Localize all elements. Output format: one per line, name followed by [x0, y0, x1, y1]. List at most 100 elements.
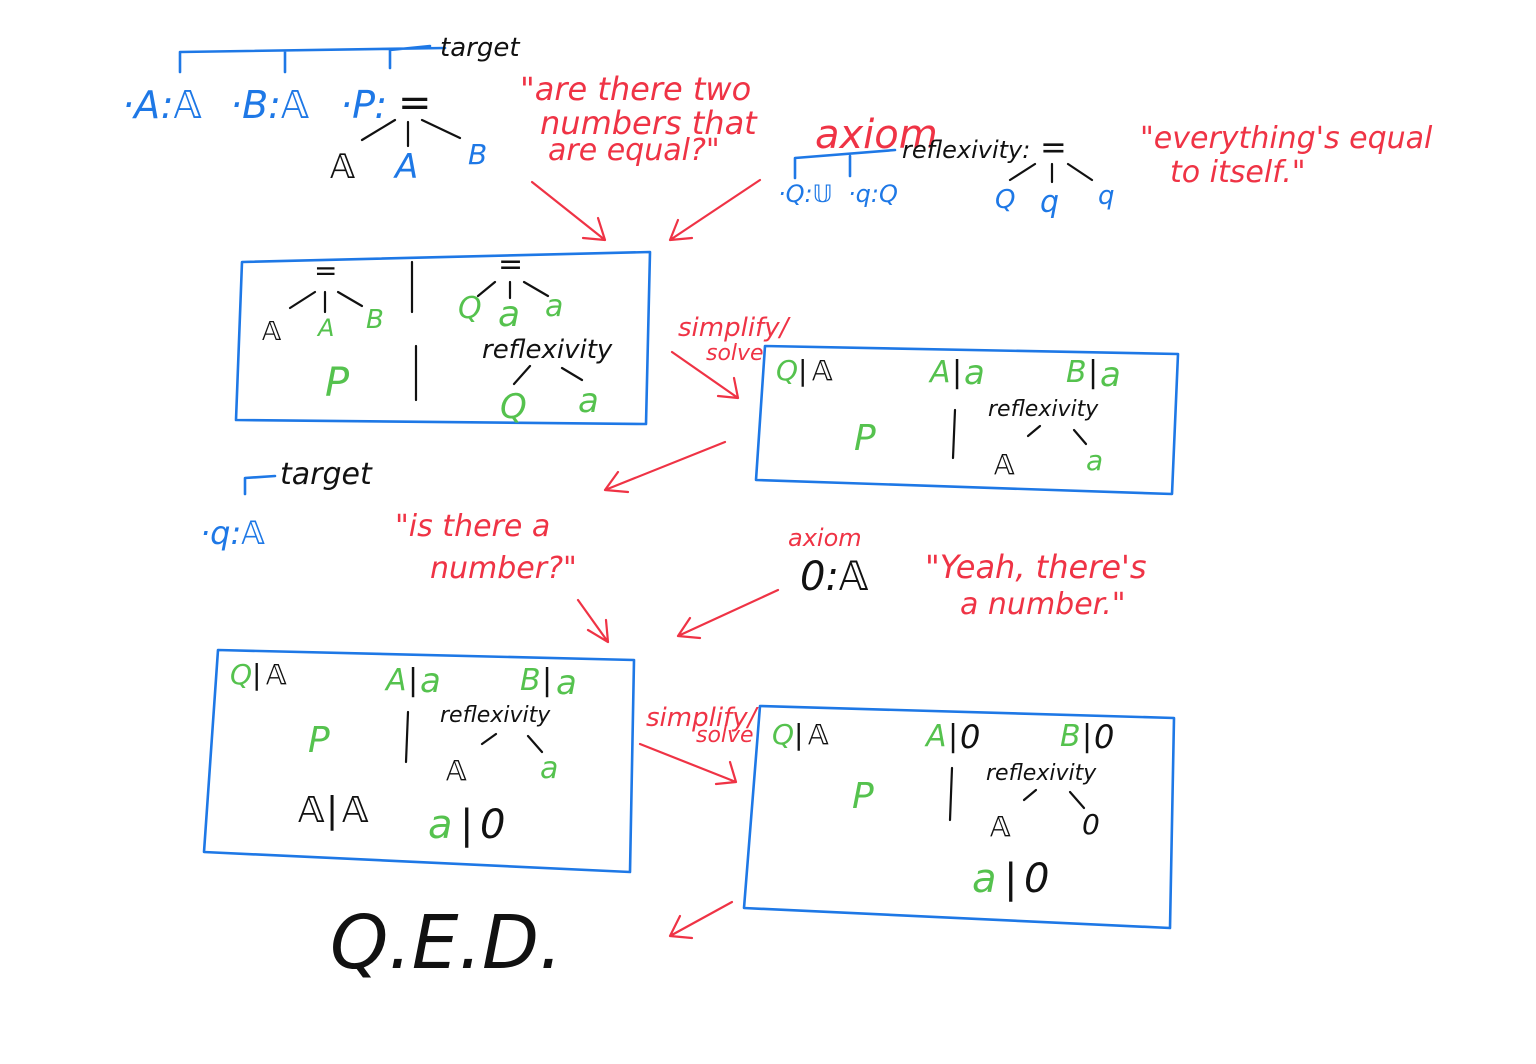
box2-subst-b-var: B: [1066, 355, 1087, 390]
box3-refl-child-numbers: 𝔸: [446, 754, 467, 787]
box1-right-eq: =: [498, 247, 523, 282]
box2-subst-a-val: a: [964, 353, 985, 393]
stage1-target: target ·A:𝔸 ·B:𝔸 ·P: = 𝔸 A B: [122, 33, 520, 187]
box1-left-eq: =: [314, 254, 337, 287]
tree-child-b: B: [468, 138, 487, 171]
box4-subst-a-var: A: [924, 719, 947, 754]
box3-extra-numbers-bar: |: [326, 790, 338, 831]
step1-label-line-1: simplify/: [678, 313, 792, 343]
box4-subst-q-var: Q: [772, 718, 794, 751]
box4-refl-child-zero: 0: [1082, 808, 1100, 841]
box4-subst-b-bar: |: [1082, 719, 1092, 754]
box3-extra-a-bar: |: [460, 802, 473, 848]
box3-reflexivity: reflexivity: [440, 703, 551, 728]
box1-right-child-a-left: a: [498, 294, 520, 335]
box1-right-child-q-type: Q: [458, 291, 482, 326]
axiom2-statement: 0:𝔸: [800, 554, 869, 600]
target2-label: target: [280, 457, 373, 492]
axiom-child-q-left: q: [1040, 185, 1059, 220]
binding-a: ·A:𝔸: [122, 83, 202, 127]
tree-child-numbers: 𝔸: [330, 147, 355, 187]
arrow-stage1-to-box1: [530, 180, 607, 242]
box4-subst-b-val: 0: [1094, 718, 1114, 756]
box3-subst-q-var: Q: [230, 658, 252, 691]
box2-subst-b-val: a: [1100, 355, 1121, 395]
box1-reflexivity: reflexivity: [482, 335, 613, 365]
box2-reflexivity: reflexivity: [988, 397, 1099, 422]
arrow-box4-to-conclusion: [668, 900, 734, 940]
box1-left-child-a: A: [316, 314, 334, 342]
axiom-comment-line-1: "everything's equal: [1140, 121, 1433, 156]
question2-line-1: "is there a: [395, 509, 550, 544]
box4-extra-a-bar: |: [1004, 856, 1017, 902]
arrow-box2-to-stage2: [603, 440, 727, 494]
axiom-comment-line-2: to itself.": [1170, 155, 1306, 190]
box3-subst-a-bar: |: [408, 663, 418, 698]
box4-subst-a-val: 0: [960, 718, 980, 756]
axiom-eq-symbol: =: [1040, 128, 1067, 166]
box4-refl-child-numbers: 𝔸: [990, 810, 1011, 843]
axiom-binding-value: ·q:Q: [848, 180, 898, 208]
box4-var-p: P: [852, 776, 874, 817]
box2-subst-a-var: A: [928, 355, 951, 390]
step1-simplify-solve: simplify/ solve: [670, 313, 792, 400]
axiom2-comment-line-2: a number.": [960, 587, 1126, 622]
box1-left-child-b: B: [366, 305, 384, 335]
box2-var-p: P: [854, 418, 876, 459]
box1-left-child-numbers: 𝔸: [262, 317, 282, 347]
step1-label-line-2: solve: [706, 341, 764, 366]
box3-subst-b-bar: |: [542, 663, 552, 698]
step2-label-line-1: simplify/: [646, 703, 760, 733]
box2-refl-child-a: a: [1086, 444, 1103, 477]
stage2-target: target ·q:𝔸 "is there a number?": [200, 457, 577, 586]
box1-refl-child-a: a: [578, 381, 599, 421]
box3-subst-q-val: 𝔸: [266, 658, 287, 691]
box3-extra-numbers-val: 𝔸: [342, 790, 369, 831]
target2-binding: ·q:𝔸: [200, 514, 265, 552]
step2-label-line-2: solve: [696, 723, 754, 748]
box3-refl-child-a: a: [540, 751, 558, 786]
conclusion-qed: Q.E.D.: [330, 900, 563, 986]
box3-subst-a-val: a: [420, 661, 441, 701]
box2-subst-q-val: 𝔸: [812, 354, 833, 387]
question-line-1: "are there two: [520, 70, 751, 108]
box4-subst-a-bar: |: [948, 719, 958, 754]
stage1-question: "are there two numbers that are equal?": [520, 70, 758, 168]
box2-subst-b-bar: |: [1088, 355, 1098, 390]
box4-subst-q-bar: |: [794, 718, 803, 751]
box4-subst-q-val: 𝔸: [808, 718, 829, 751]
box2-subst-a-bar: |: [952, 355, 962, 390]
box4-subst-b-var: B: [1060, 719, 1081, 754]
box4-reflexivity: reflexivity: [986, 761, 1097, 786]
arrow-stage2-to-box3: [576, 598, 610, 644]
box3-subst-q-bar: |: [252, 658, 261, 691]
box3-subst-b-var: B: [520, 663, 541, 698]
equality-symbol: =: [398, 80, 432, 126]
box3: Q | 𝔸 A | a B | a P reflexivity 𝔸 a 𝔸 | …: [202, 648, 636, 874]
box3-extra-a-var: a: [428, 802, 453, 848]
axiom-zero: axiom 0:𝔸 "Yeah, there's a number.": [788, 524, 1147, 622]
binding-b: ·B:𝔸: [230, 83, 309, 127]
arrow-axiom1-to-box1: [668, 178, 762, 242]
target-label: target: [440, 33, 520, 63]
binding-p: ·P:: [340, 83, 387, 127]
question2-line-2: number?": [430, 551, 577, 586]
axiom-child-q-right: q: [1098, 181, 1115, 211]
box3-subst-a-var: A: [384, 663, 407, 698]
box1-right-child-a-right: a: [545, 289, 563, 324]
axiom2-comment-line-1: "Yeah, there's: [925, 548, 1147, 586]
axiom-binding-type: ·Q:𝕌: [778, 180, 833, 208]
axiom2-label: axiom: [788, 524, 862, 552]
box2-subst-q-bar: |: [798, 354, 807, 387]
axiom-child-q-type: Q: [995, 185, 1015, 215]
axiom-reflexivity: axiom reflexivity: ·Q:𝕌 ·q:Q = Q q q "ev…: [778, 112, 1433, 220]
box4-extra-a-val: 0: [1024, 856, 1049, 902]
box3-extra-numbers-var: 𝔸: [298, 790, 325, 831]
box2: Q | 𝔸 A | a B | a P reflexivity 𝔸 a: [754, 344, 1180, 496]
tree-child-a: A: [393, 147, 418, 187]
arrow-axiom2-to-box3: [676, 588, 780, 640]
box3-extra-a-val: 0: [480, 802, 505, 848]
box1: = 𝔸 A B P = Q a a reflexivity Q a: [234, 247, 652, 427]
step2-simplify-solve: simplify/ solve: [638, 703, 760, 786]
